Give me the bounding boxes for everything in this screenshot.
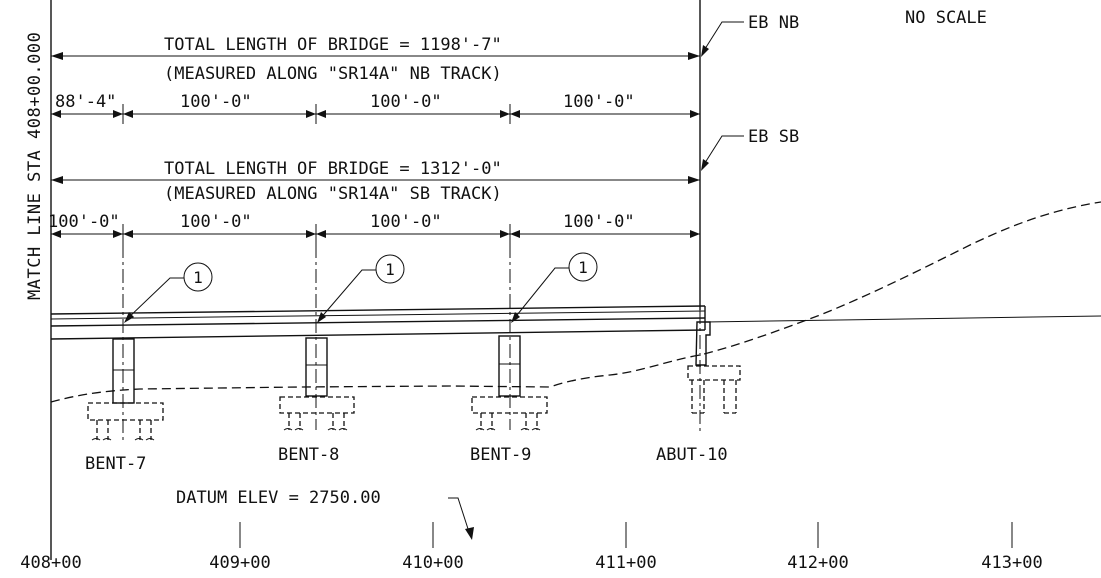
- callout-bent-7: 1: [124, 262, 213, 323]
- abut-10: ABUT-10: [656, 321, 741, 465]
- bent-8: BENT-8: [278, 337, 355, 465]
- eb-nb-label: EB NB: [748, 13, 799, 33]
- abut-10-label: ABUT-10: [656, 445, 728, 465]
- eb-sb-callout: EB SB: [701, 127, 799, 171]
- datum-callout: DATUM ELEV = 2750.00: [176, 488, 474, 540]
- station-label: 411+00: [595, 553, 656, 573]
- bent-9: BENT-9: [470, 335, 548, 465]
- no-scale-label: NO SCALE: [905, 8, 987, 28]
- station-label: 409+00: [209, 553, 270, 573]
- nb-total-dimension: TOTAL LENGTH OF BRIDGE = 1198'-7" (MEASU…: [51, 35, 700, 84]
- nb-span-2: 100'-0": [180, 92, 252, 112]
- nb-total-length: TOTAL LENGTH OF BRIDGE = 1198'-7": [164, 35, 502, 55]
- bent-9-label: BENT-9: [470, 445, 531, 465]
- profile-grade-line: [704, 315, 1101, 323]
- bent-7-label: BENT-7: [85, 454, 146, 474]
- callout-number: 1: [578, 258, 588, 277]
- sb-span-3: 100'-0": [370, 212, 442, 232]
- sb-total-dimension: TOTAL LENGTH OF BRIDGE = 1312'-0" (MEASU…: [51, 159, 700, 204]
- sb-span-1: 100'-0": [48, 212, 120, 232]
- nb-span-dimension: 88'-4" 100'-0" 100'-0" 100'-0": [51, 92, 700, 124]
- sb-span-2: 100'-0": [180, 212, 252, 232]
- sb-measured-along: (MEASURED ALONG "SR14A" SB TRACK): [164, 184, 502, 204]
- eb-sb-label: EB SB: [748, 127, 799, 147]
- datum-label: DATUM ELEV = 2750.00: [176, 488, 381, 508]
- callout-number: 1: [193, 268, 203, 287]
- station-axis: 408+00 409+00 410+00 411+00 412+00 413+0…: [20, 522, 1043, 573]
- nb-span-3: 100'-0": [370, 92, 442, 112]
- existing-ground-line: [50, 201, 1101, 403]
- bent-8-label: BENT-8: [278, 445, 339, 465]
- eb-nb-callout: EB NB: [701, 13, 799, 57]
- nb-span-1: 88'-4": [55, 92, 116, 112]
- sb-total-length: TOTAL LENGTH OF BRIDGE = 1312'-0": [164, 159, 502, 179]
- station-label: 408+00: [20, 553, 81, 573]
- bent-7: BENT-7: [85, 338, 164, 474]
- callout-number: 1: [385, 260, 395, 279]
- station-label: 410+00: [402, 553, 463, 573]
- match-line-label: MATCH LINE STA 408+00.000: [25, 32, 45, 300]
- sb-span-dimension: 100'-0" 100'-0" 100'-0" 100'-0": [48, 212, 700, 244]
- nb-span-4: 100'-0": [563, 92, 635, 112]
- callout-bent-8: 1: [317, 254, 405, 323]
- bridge-superstructure: [50, 305, 706, 340]
- station-label: 413+00: [981, 553, 1042, 573]
- nb-measured-along: (MEASURED ALONG "SR14A" NB TRACK): [164, 64, 502, 84]
- station-label: 412+00: [787, 553, 848, 573]
- sb-span-4: 100'-0": [563, 212, 635, 232]
